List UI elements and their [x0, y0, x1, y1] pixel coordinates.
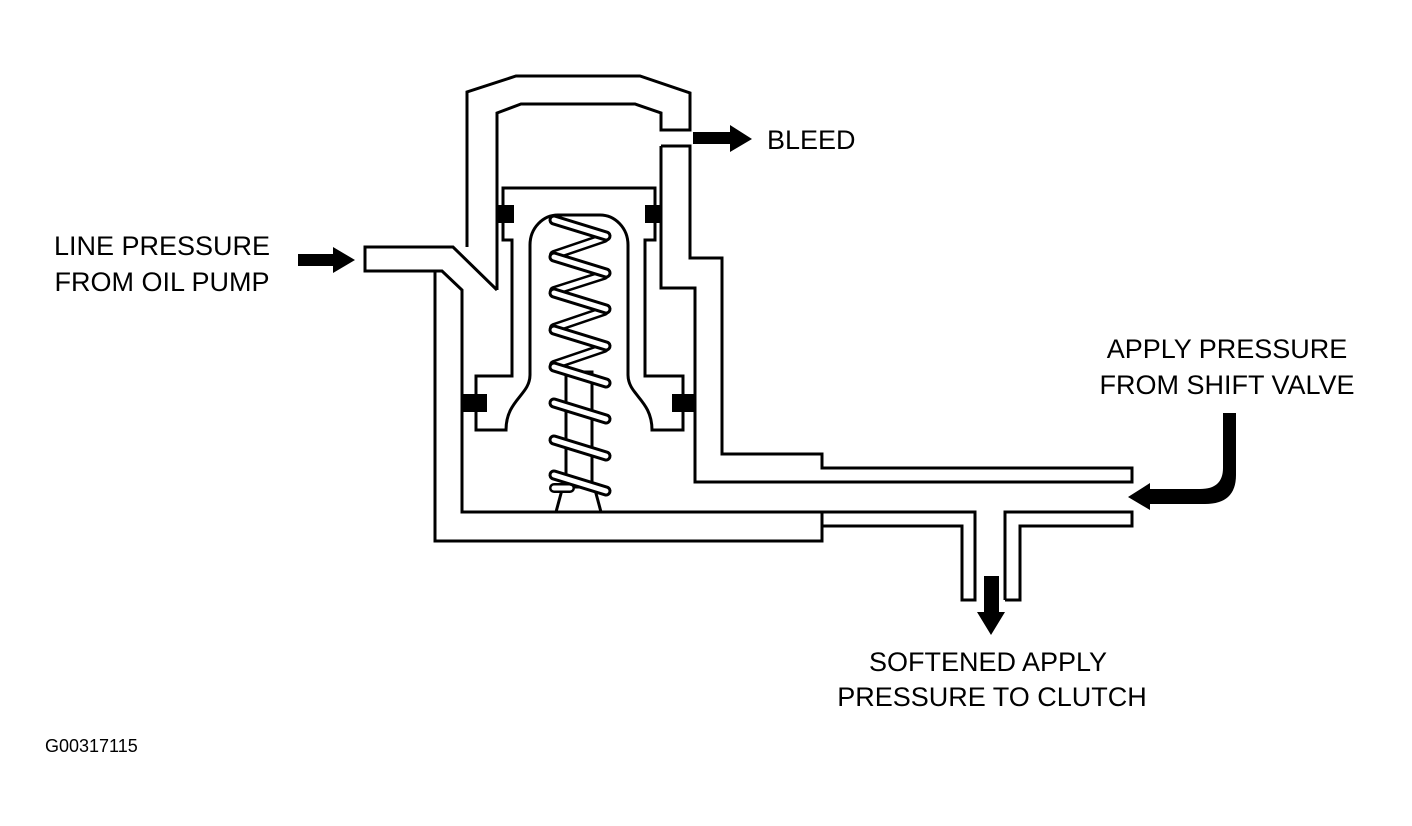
bleed-arrow-icon [693, 125, 752, 152]
seal-lower-right [672, 394, 695, 412]
spring-coil-inner [551, 472, 609, 494]
seal-lower-left [463, 394, 487, 412]
outlet-right [1003, 510, 1134, 602]
spring-coil-back-inner [551, 345, 607, 368]
spring-coil-inner [551, 437, 609, 459]
housing [363, 74, 1134, 602]
spring-coil-back-inner [551, 235, 607, 258]
spring-coil-back-inner [551, 308, 607, 331]
line-pressure-arrow-icon [298, 247, 355, 273]
cover-outer [465, 74, 692, 290]
spring-rod [564, 370, 594, 489]
spring-coil-inner [551, 254, 609, 276]
spring-coil-inner [551, 217, 609, 239]
figure-id: G00317115 [45, 736, 138, 756]
piston [463, 186, 695, 432]
apply-pressure-label-1: APPLY PRESSURE [1107, 334, 1348, 364]
softened-pressure-arrow-icon [977, 576, 1005, 635]
apply-pressure-label-2: FROM SHIFT VALVE [1099, 370, 1354, 400]
seal-upper-left [497, 205, 514, 223]
apply-pressure-arrow-icon [1128, 413, 1236, 510]
softened-label-2: PRESSURE TO CLUTCH [837, 682, 1147, 712]
inlet-upper [363, 245, 977, 602]
seal-upper-right [645, 205, 662, 223]
bleed-wall [659, 144, 1134, 484]
bleed-label: BLEED [767, 125, 856, 155]
line-pressure-label-2: FROM OIL PUMP [54, 267, 269, 297]
spring-coil-inner [551, 400, 609, 422]
spring [548, 214, 612, 513]
spring-coil-inner [551, 364, 609, 386]
spring-coil-inner [551, 290, 609, 312]
line-pressure-label-1: LINE PRESSURE [54, 231, 270, 261]
spring-coil-back-inner [551, 272, 607, 294]
spring-coil-inner [551, 327, 609, 349]
piston-left-wall [474, 186, 685, 432]
softened-label-1: SOFTENED APPLY [869, 647, 1107, 677]
